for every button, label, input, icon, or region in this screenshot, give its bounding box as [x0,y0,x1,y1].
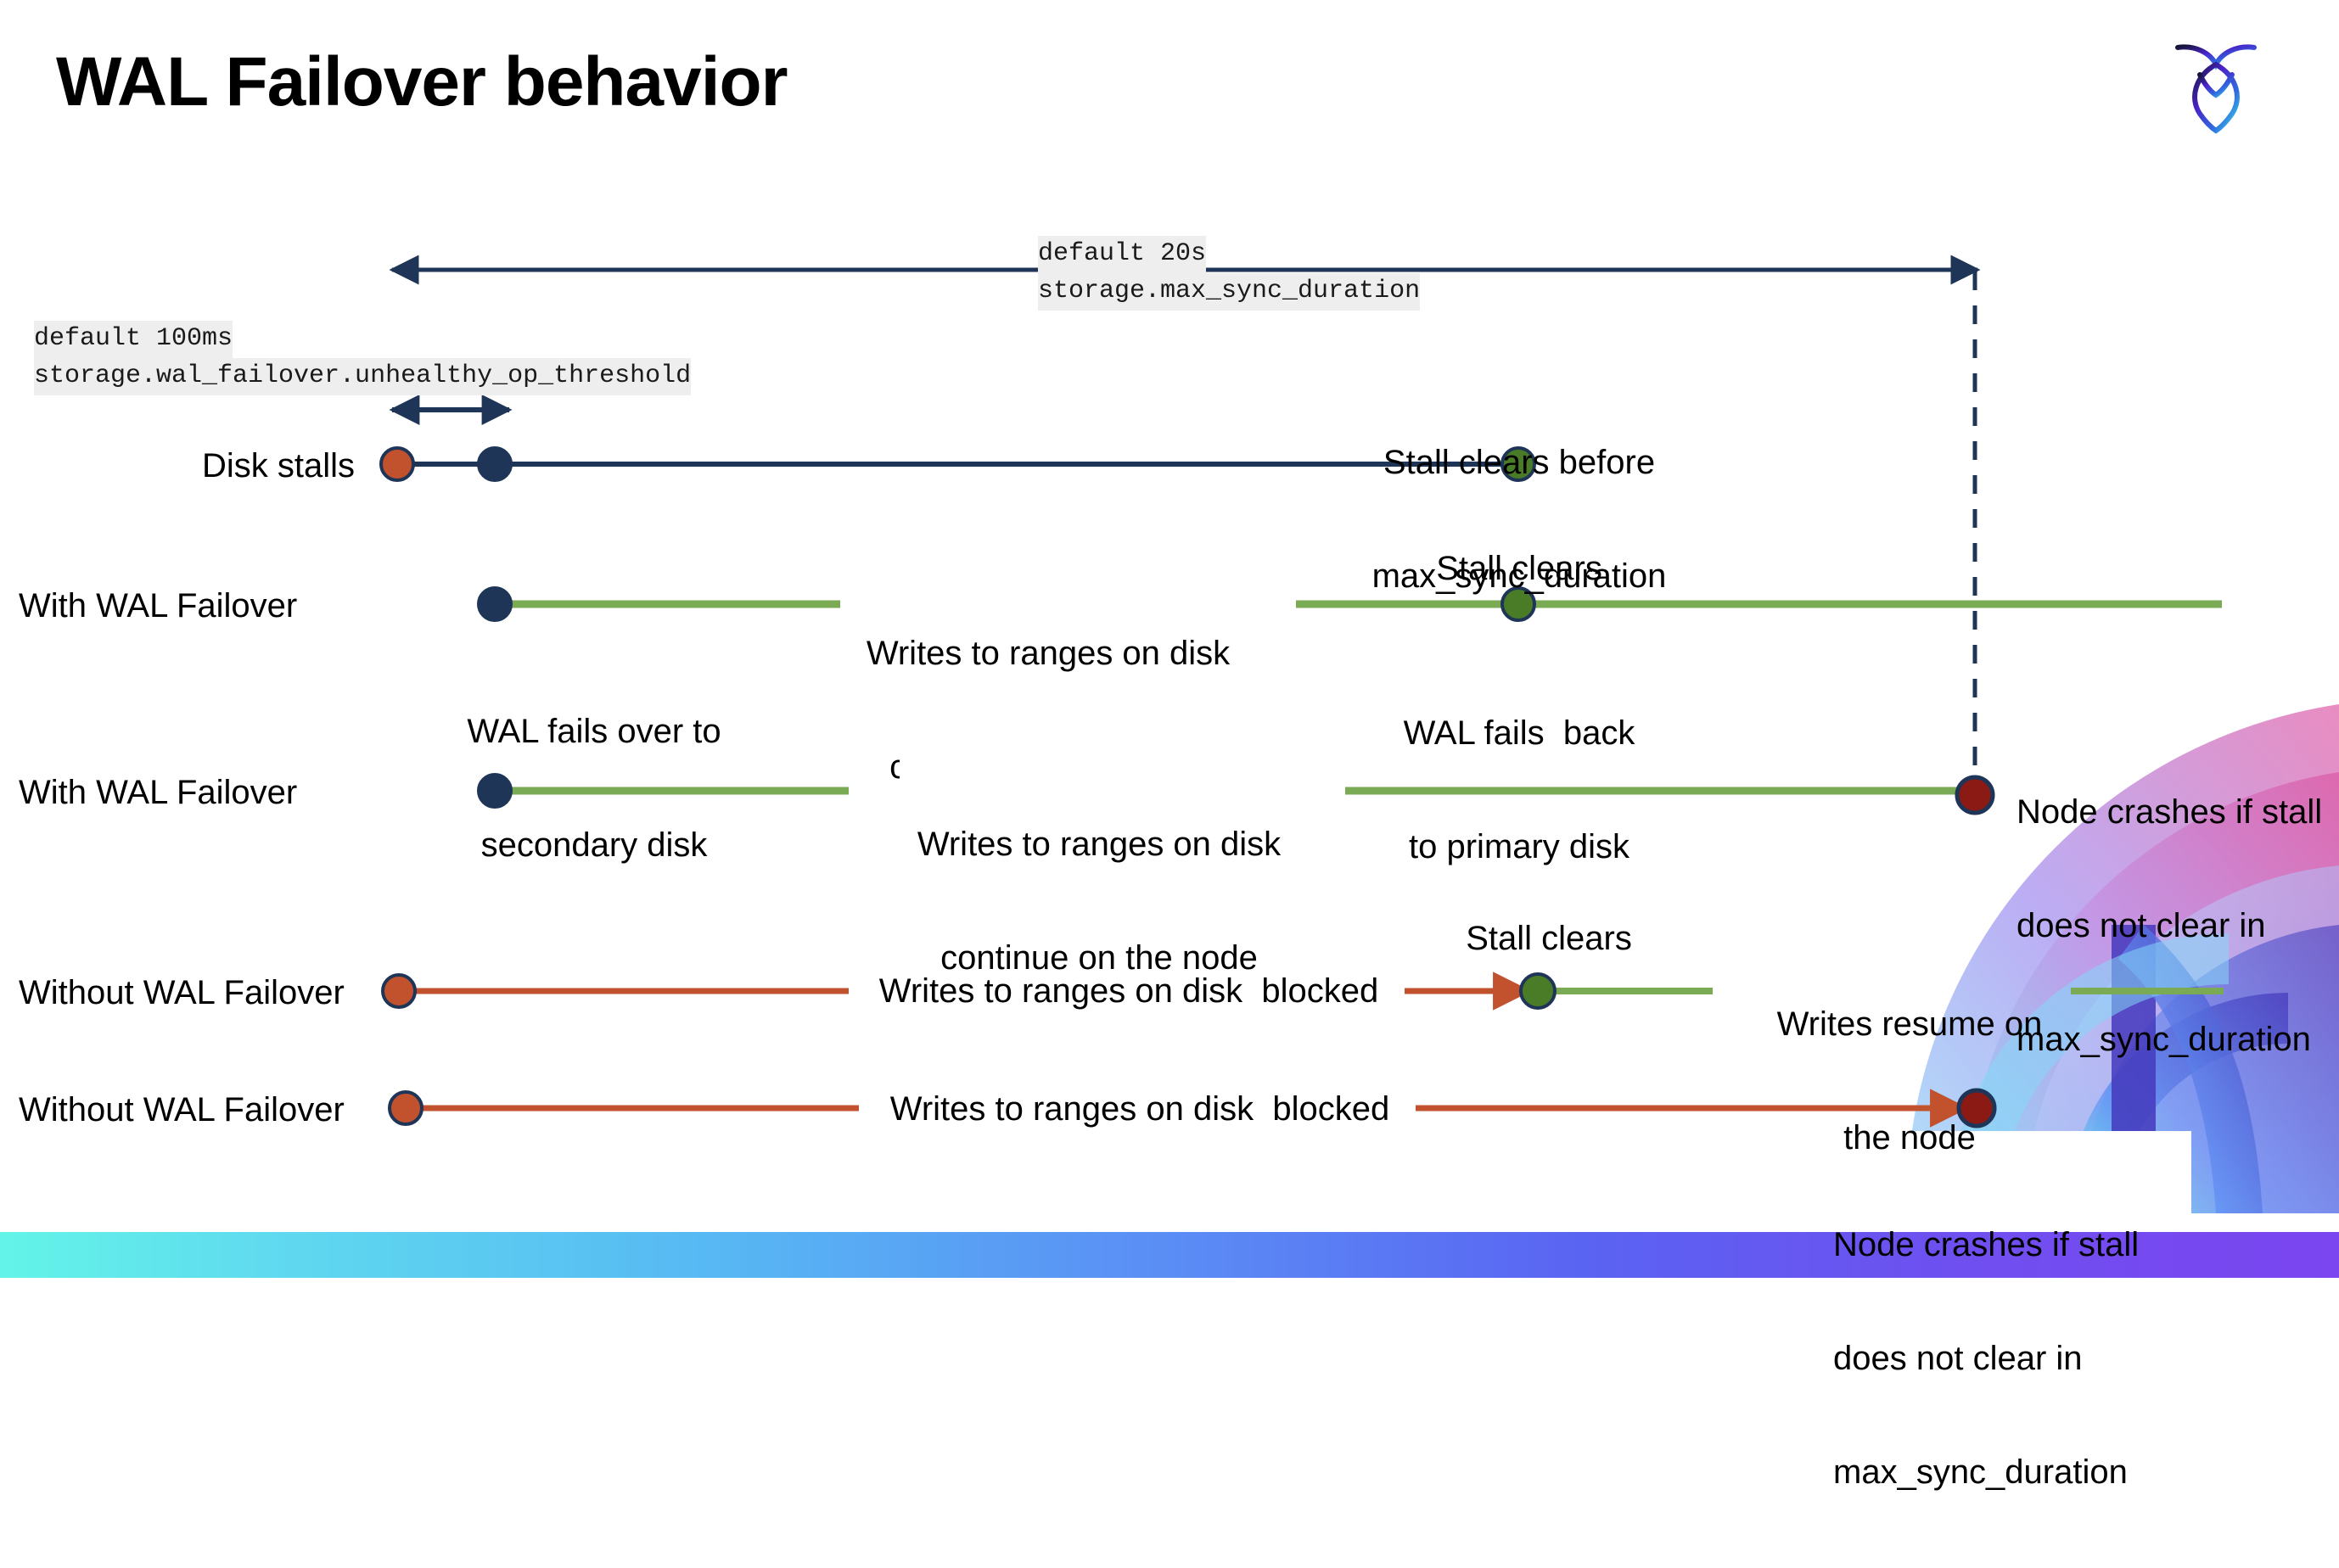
row-disk-stalls-track [379,446,1536,482]
note-wal-fails-over-line1: WAL fails over to [467,712,721,750]
node-crash-dot-1 [1955,775,1995,815]
stall-clear-dot [1500,446,1536,482]
note-writes-resume: Writes resume on the node [1748,929,2071,1233]
wal-failover-start-dot-2 [477,773,513,809]
note-stall-clears-before-line1: Stall clears before [1383,443,1656,481]
stall-start-dot-3 [381,973,417,1009]
note-node-crashes-2-line3: max_sync_duration [1833,1453,2128,1492]
disk-stall-start-dot [379,446,415,482]
note-writes-resume-line1: Writes resume on [1776,1005,2043,1043]
note-writes-resume-line2: the node [1843,1118,1976,1156]
max-sync-default-label: default 20s [1038,236,1207,273]
unhealthy-threshold-setting-label: storage.wal_failover.unhealthy_op_thresh… [34,358,692,395]
note-wal-fails-back: WAL fails back to primary disk [1358,638,1680,942]
row-without-wal-failover-1-track [381,972,2224,1011]
row-label-disk-stalls: Disk stalls [202,447,356,484]
stall-start-dot-4 [388,1090,423,1126]
note-writes-continue-2-line2: continue on the node [940,938,1258,977]
row-label-without-wal-failover-1: Without WAL Failover [19,974,345,1011]
note-node-crashes-2-line2: does not clear in [1833,1339,2083,1377]
row-with-wal-failover-2-track [477,773,1995,815]
unhealthy-threshold-default-label: default 100ms [34,321,233,358]
note-stall-clears-2: Stall clears [1466,920,1632,957]
note-wal-fails-back-line1: WAL fails back [1403,714,1635,752]
note-node-crashes-1: Node crashes if stall does not clear in … [2016,717,2339,1135]
note-wal-fails-over: WAL fails over to secondary disk [407,636,781,940]
note-node-crashes-1-line3: max_sync_duration [2016,1021,2311,1059]
wal-failover-start-dot [477,586,513,622]
note-stall-clears-before-line2: max_sync_duration [1371,557,1667,595]
row-label-with-wal-failover-1: With WAL Failover [19,587,298,624]
note-writes-continue-2-line1: Writes to ranges on disk [917,825,1282,863]
row-without-wal-failover-2-track [388,1088,1997,1128]
row-with-wal-failover-1-track [477,586,2222,622]
node-crash-dot-2 [1956,1088,1997,1128]
note-stall-clears-before: Stall clears before max_sync_duration [1324,367,1714,671]
note-node-crashes-2-line1: Node crashes if stall [1833,1225,2140,1263]
stall-clear-dot-2 [1500,586,1536,622]
cockroachdb-logo-icon [2166,27,2266,136]
note-wal-fails-over-line2: secondary disk [480,826,708,864]
timeline-diagram [379,255,2224,1128]
row-label-with-wal-failover-2: With WAL Failover [19,774,298,811]
slide-canvas: WAL Failover behavior default 20s storag… [0,27,2339,1491]
page-title: WAL Failover behavior [56,43,788,120]
note-node-crashes-1-line1: Node crashes if stall [2016,792,2323,831]
note-writes-continue-1-line1: Writes to ranges on disk [866,634,1231,672]
note-node-crashes-1-line2: does not clear in [2016,906,2266,944]
note-wal-fails-back-line2: to primary disk [1408,827,1630,865]
max-sync-setting-label: storage.max_sync_duration [1038,273,1421,311]
note-writes-blocked-1: Writes to ranges on disk blocked [853,972,1405,1011]
note-writes-blocked-2: Writes to ranges on disk blocked [864,1090,1416,1128]
failover-point-dot [477,446,513,482]
note-stall-clears-1: Stall clears [1436,550,1602,587]
row-label-without-wal-failover-2: Without WAL Failover [19,1091,345,1128]
note-node-crashes-2: Node crashes if stall does not clear in … [1833,1150,2190,1568]
bottom-accent-bar [0,1232,2339,1278]
stall-clear-dot-3 [1519,972,1557,1010]
